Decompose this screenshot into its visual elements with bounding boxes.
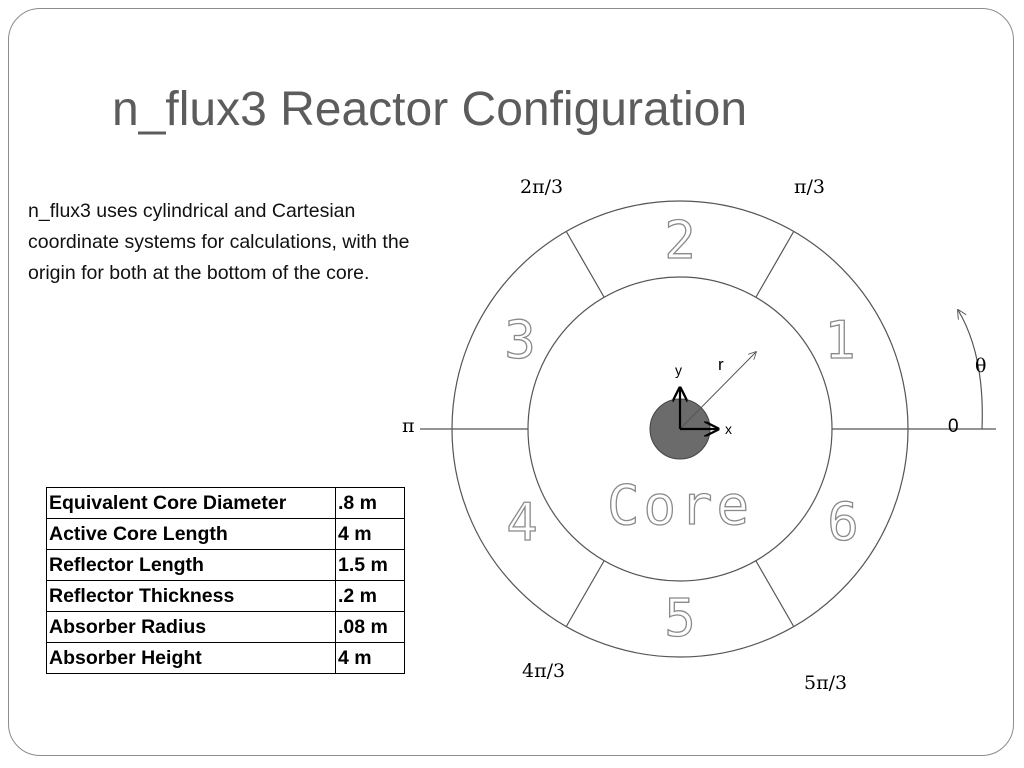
parameter-cell: Active Core Length — [46, 518, 336, 550]
angle-label-two-pi-over-3: 2π/3 — [520, 176, 563, 198]
value-cell: 4 m — [335, 518, 405, 550]
r-arrow — [679, 352, 756, 430]
sector-label: 5 — [664, 589, 695, 649]
angle-label-pi-over-3: π/3 — [794, 176, 825, 198]
value-cell: 4 m — [335, 642, 405, 674]
sector-label: 3 — [504, 311, 535, 371]
sector-divider-line — [755, 560, 795, 628]
parameter-cell: Absorber Radius — [46, 611, 336, 643]
sector-divider-line — [755, 230, 795, 298]
angle-label-pi: π — [402, 415, 415, 437]
theta-arc-arrow — [958, 310, 983, 430]
y-axis-label: y — [675, 362, 682, 378]
parameters-table: Equivalent Core Diameter .8 m Active Cor… — [46, 487, 405, 674]
parameter-cell: Reflector Thickness — [46, 580, 336, 612]
x-axis-label: x — [725, 421, 732, 437]
value-cell: .2 m — [335, 580, 405, 612]
angle-label-zero: 0 — [948, 416, 959, 437]
core-label: Core — [607, 474, 753, 537]
theta-label: θ — [975, 355, 986, 377]
sector-label: 6 — [827, 493, 858, 553]
slide-title: n_flux3 Reactor Configuration — [112, 83, 748, 136]
table-row: Active Core Length 4 m — [46, 518, 405, 550]
slide-frame — [8, 8, 1014, 756]
table-row: Absorber Height 4 m — [46, 642, 405, 674]
sector-divider-line — [565, 560, 605, 628]
value-cell: .8 m — [335, 487, 405, 519]
angle-label-four-pi-over-3: 4π/3 — [522, 660, 565, 682]
parameter-cell: Reflector Length — [46, 549, 336, 581]
angle-label-five-pi-over-3: 5π/3 — [804, 672, 847, 694]
table-row: Reflector Thickness .2 m — [46, 580, 405, 612]
description-text: n_flux3 uses cylindrical and Cartesian c… — [28, 200, 410, 284]
sector-label: 1 — [824, 311, 855, 371]
sector-label: 4 — [506, 493, 537, 553]
table-row: Reflector Length 1.5 m — [46, 549, 405, 581]
sector-divider-line — [565, 230, 605, 298]
sector-label: 2 — [664, 211, 695, 271]
parameter-cell: Absorber Height — [46, 642, 336, 674]
value-cell: 1.5 m — [335, 549, 405, 581]
table-row: Absorber Radius .08 m — [46, 611, 405, 643]
r-label: r — [718, 355, 724, 374]
